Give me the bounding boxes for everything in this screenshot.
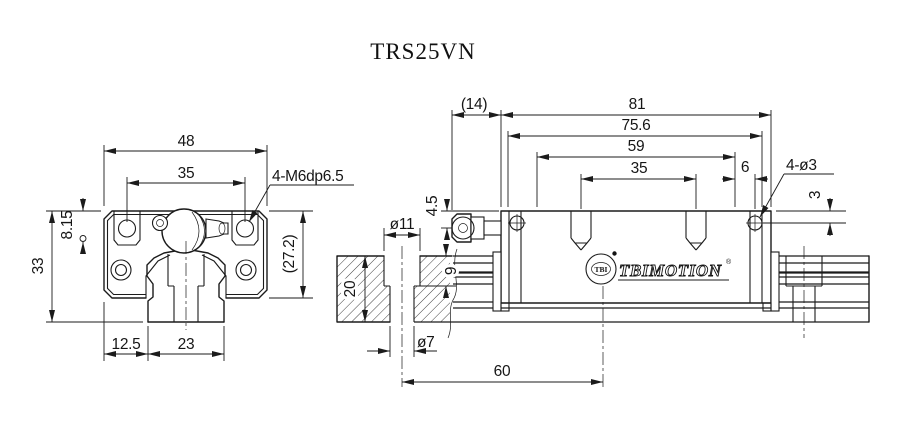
foot-left: [500, 302, 510, 312]
carriage-body: [500, 210, 772, 304]
front-dimensions: 48 35 4-M6dp6.5 8.15 33 (27.2): [30, 133, 354, 361]
side-hole-left-inner: [114, 263, 128, 277]
rail-bolt-hole-front: [167, 254, 205, 322]
nipple-tip-hole: [218, 222, 226, 235]
break-line: [447, 248, 458, 339]
logo-emblem-text: TBI: [595, 265, 608, 274]
grease-screw-inner: [156, 219, 164, 227]
mount-slot-left: [113, 211, 141, 246]
dim-front-block-height: (27.2): [281, 235, 298, 274]
logo-emblem-oval: [591, 262, 611, 276]
dim-front-ball-offset: 8.15: [59, 211, 76, 240]
side-hole-right-outer: [235, 259, 257, 281]
carriage-side: TBI TBIMOTION ®: [451, 210, 780, 312]
title-block: TRS25VN: [370, 39, 475, 64]
dim-side-hole-spacing: 35: [631, 160, 648, 177]
end-cap-lines: [508, 211, 763, 303]
logo-registered-mark: ®: [726, 258, 732, 266]
dim-side-ref-span: 59: [628, 138, 645, 155]
tapped-hole-1: [570, 211, 592, 251]
foot-right: [762, 302, 772, 312]
brand-logo: TBI TBIMOTION ®: [585, 251, 732, 285]
side-hole-right-inner: [239, 263, 253, 277]
dim-side-through-hole: ø7: [417, 334, 435, 351]
grease-nipple-front: [151, 208, 229, 254]
grease-nipple-side: [451, 213, 502, 243]
ball-arc-2: [198, 214, 205, 248]
dim-front-rail-offset: 12.5: [112, 336, 141, 353]
side-hole-left-outer: [110, 259, 132, 281]
mount-hole-right-icon: [235, 219, 255, 238]
dim-side-hole-pitch: 60: [494, 363, 511, 380]
ball-arc-1: [191, 211, 200, 251]
rail-elevation: [453, 255, 870, 323]
drawing-title: TRS25VN: [370, 39, 475, 64]
dim-side-rail-height: 20: [342, 280, 359, 297]
side-dimensions: (14) 81 75.6 59 35 6 4-ø3: [339, 96, 846, 385]
dim-front-rail-width: 23: [178, 336, 195, 353]
cavity-left: [145, 254, 171, 298]
grease-screw-outer: [151, 214, 169, 232]
dim-side-nipple-height: 4.5: [424, 196, 441, 217]
rail-section: [336, 248, 464, 340]
rail-bottom-side: [414, 307, 869, 323]
dim-front-hole-spacing: 35: [178, 165, 195, 182]
dim-side-nipple-overhang: (14): [461, 96, 488, 113]
dim-front-height: 33: [30, 258, 47, 275]
dim-front-thread-callout: 4-M6dp6.5: [272, 168, 343, 185]
dim-side-end-offset: 6: [741, 159, 749, 176]
tapped-hole-2: [685, 211, 707, 251]
dim-side-block-length: 75.6: [622, 117, 651, 134]
side-view: TBI TBIMOTION ® (14) 81 75.6: [336, 96, 870, 387]
end-seal-left: [492, 251, 502, 312]
end-seal-right: [770, 251, 780, 312]
dim-side-hole-callout: 4-ø3: [786, 157, 817, 174]
logo-emblem-ring: [585, 253, 617, 285]
logo-brand-text: TBIMOTION: [619, 261, 722, 280]
dim-side-hole-depth: 3: [807, 191, 824, 199]
mount-hole-left-icon: [117, 219, 137, 238]
nipple-body-icon: [205, 218, 229, 239]
front-view: 48 35 4-M6dp6.5 8.15 33 (27.2): [30, 133, 354, 361]
dim-side-total-length: 81: [629, 96, 646, 113]
dim-side-counterbore-depth: 9: [443, 267, 460, 275]
mount-slot-right: [231, 211, 259, 246]
logo-dot-icon: [612, 251, 617, 256]
dim-front-overall-width: 48: [178, 133, 195, 150]
cavity-right: [201, 254, 227, 298]
dim-side-counterbore-dia: ø11: [390, 216, 415, 233]
